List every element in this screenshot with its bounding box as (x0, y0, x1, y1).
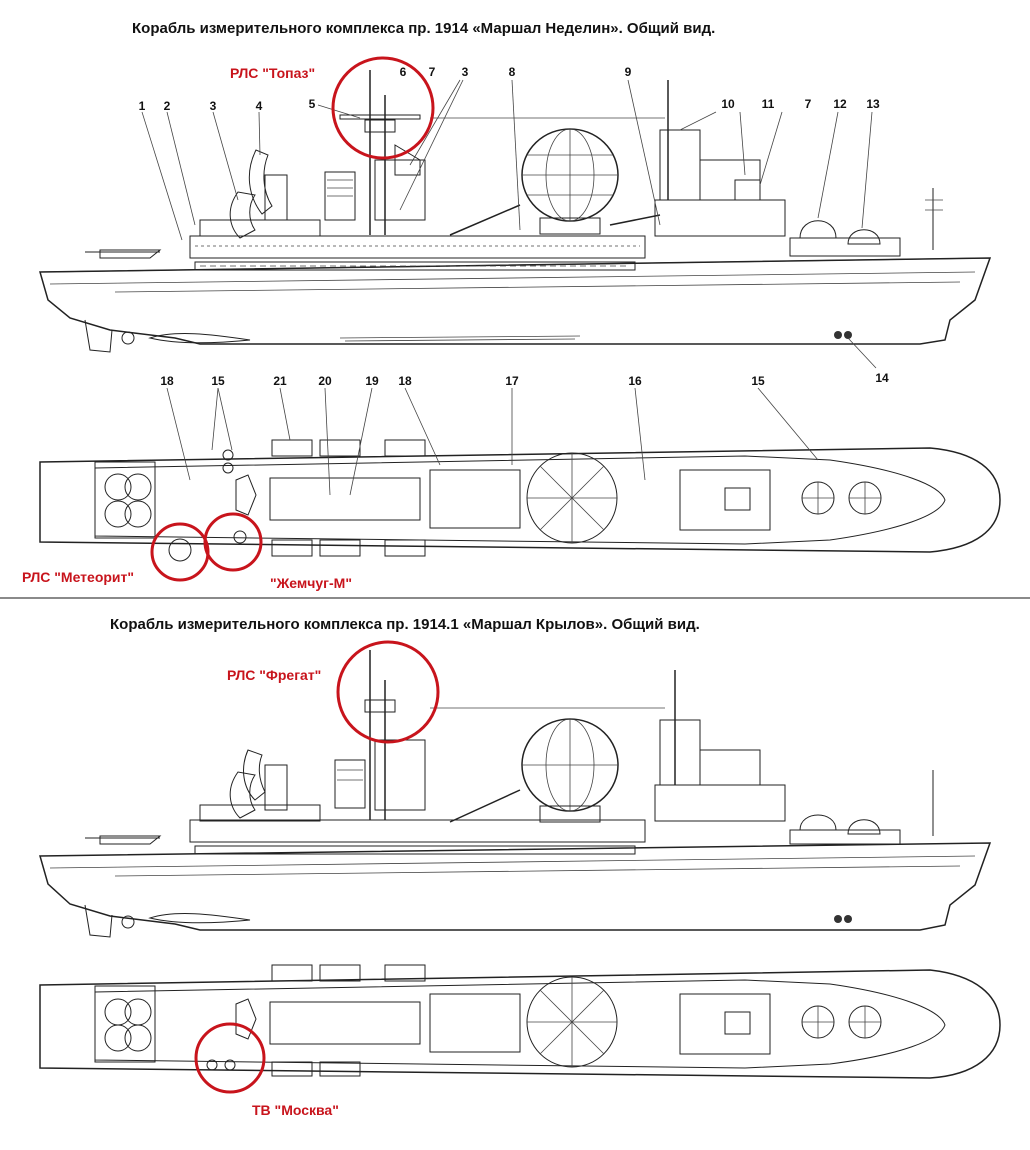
topaz-highlight-ring (331, 56, 435, 160)
krylov-plan-view (39, 964, 1001, 1079)
label-16: 16 (628, 374, 642, 388)
label-5: 5 (309, 97, 316, 111)
label-12: 12 (833, 97, 847, 111)
title-nedelin: Корабль измерительного комплекса пр. 191… (132, 20, 716, 37)
label-14: 14 (875, 371, 889, 385)
nedelin-plan-view (39, 387, 1001, 562)
section-divider (0, 597, 1030, 599)
label-8: 8 (509, 65, 516, 79)
meteorit-highlight-ring (150, 522, 210, 582)
label-15: 15 (211, 374, 225, 388)
callout-zhemchug: "Жемчуг-М" (270, 575, 352, 591)
krylov-side-view (39, 650, 992, 938)
callout-moskva: ТВ "Москва" (252, 1102, 339, 1118)
label-13: 13 (866, 97, 880, 111)
label-20: 20 (318, 374, 332, 388)
fregat-highlight-ring (336, 640, 440, 744)
moskva-highlight-ring (194, 1022, 266, 1094)
label-3: 3 (210, 99, 217, 113)
krylov-callouts: РЛС "Фрегат" ТВ "Москва" (194, 640, 440, 1118)
label-7b: 7 (805, 97, 812, 111)
nedelin-plan-view-numbers: 18 15 21 20 19 18 17 16 15 (160, 374, 765, 388)
label-17: 17 (505, 374, 519, 388)
callout-meteorit: РЛС "Метеорит" (22, 569, 134, 585)
label-11: 11 (762, 97, 775, 111)
label-9: 9 (625, 65, 632, 79)
label-10: 10 (721, 97, 735, 111)
label-3b: 3 (462, 65, 469, 79)
label-4: 4 (256, 99, 263, 113)
label-21: 21 (273, 374, 287, 388)
label-1: 1 (139, 99, 146, 113)
label-15b: 15 (751, 374, 765, 388)
title-krylov: Корабль измерительного комплекса пр. 191… (110, 616, 700, 633)
label-19: 19 (365, 374, 379, 388)
label-2: 2 (164, 99, 171, 113)
callout-topaz: РЛС "Топаз" (230, 65, 315, 81)
nedelin-side-view (39, 70, 992, 369)
label-7: 7 (429, 65, 436, 79)
nedelin-side-view-numbers: 1 2 3 4 5 6 7 3 8 9 10 11 7 12 13 14 (139, 65, 889, 385)
zhemchug-highlight-ring (203, 512, 263, 572)
label-6: 6 (400, 65, 407, 79)
callout-fregat: РЛС "Фрегат" (227, 667, 321, 683)
nedelin-callouts: РЛС "Топаз" РЛС "Метеорит" "Жемчуг-М" (22, 56, 435, 591)
label-18: 18 (160, 374, 174, 388)
label-18b: 18 (398, 374, 412, 388)
